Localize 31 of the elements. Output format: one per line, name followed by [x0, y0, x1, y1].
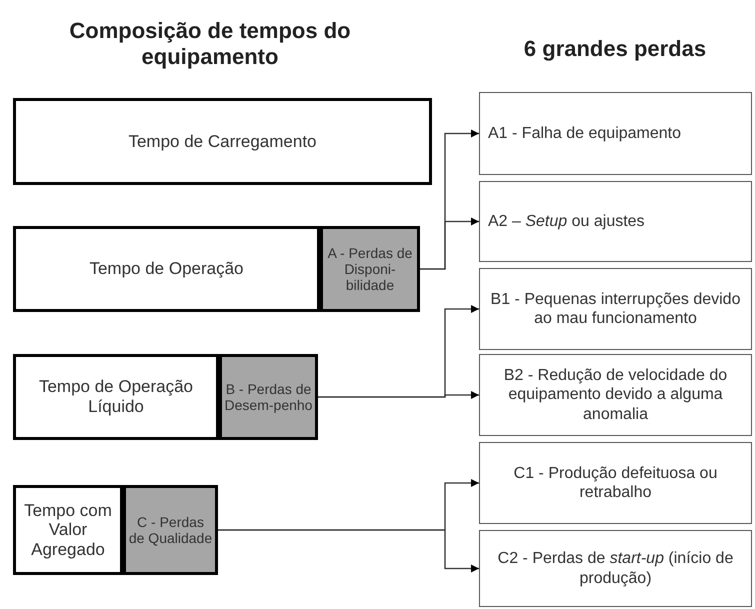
box-text: B1 - Pequenas interrupções devido ao mau funcionamento — [490, 290, 742, 328]
box-text: B2 - Redução de velocidade do equipamento devido a alguma anomalia — [502, 366, 728, 424]
box-text: A - Perdas de Disponi-bilidade — [326, 244, 414, 294]
box-text: B - Perdas de Desem-penho — [224, 380, 313, 414]
box-text: Tempo com Valor Agregado — [23, 500, 113, 560]
box-text: Tempo de Operação — [89, 259, 244, 279]
loss-item-box — [479, 442, 752, 524]
loss-box — [219, 354, 318, 440]
loss-item-box — [479, 92, 752, 175]
loss-item-box — [479, 268, 752, 350]
box-text: Tempo de Operação Líquido — [38, 377, 194, 417]
loss-item-box — [479, 530, 752, 607]
loss-box — [320, 226, 420, 312]
connector-arrow — [318, 391, 479, 399]
time-box — [13, 485, 123, 575]
connector-arrow — [218, 529, 479, 572]
time-box — [13, 354, 219, 440]
box-text: A2 – Setup ou ajustes — [488, 212, 645, 232]
loss-item-box — [479, 354, 752, 436]
box-text: C1 - Produção defeituosa ou retrabalho — [512, 464, 718, 502]
connector-arrow — [420, 218, 479, 270]
box-text: A1 - Falha de equipamento — [488, 124, 682, 144]
box-text: C - Perdas de Qualidade — [128, 514, 213, 546]
box-text: Tempo de Carregamento — [128, 132, 317, 152]
time-box — [13, 98, 432, 185]
column-heading: 6 grandes perdas — [522, 35, 708, 63]
diagram-title: Composição de tempos do equipamento — [68, 18, 352, 71]
loss-item-box — [479, 181, 752, 262]
loss-box — [123, 485, 218, 575]
box-text: C2 - Perdas de start-up (início de produção) — [496, 549, 734, 588]
time-box — [13, 226, 320, 312]
